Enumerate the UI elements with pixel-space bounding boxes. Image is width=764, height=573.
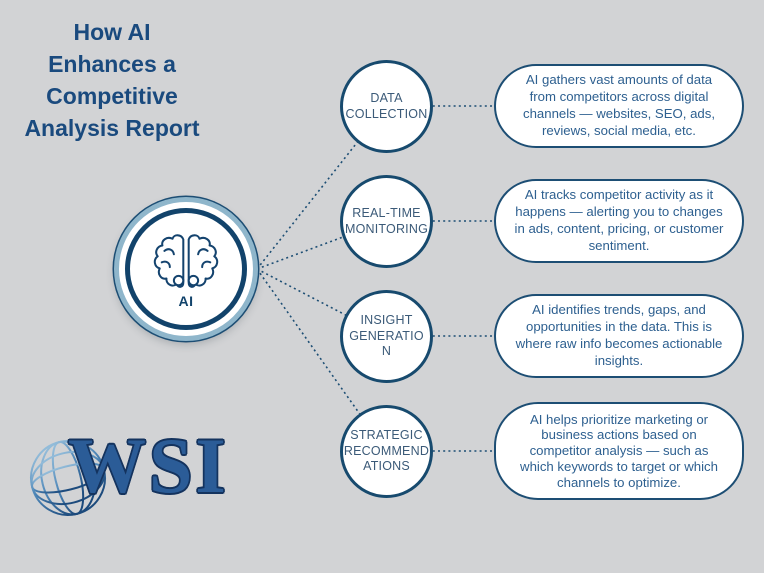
node-real-time-monitoring: REAL-TIME MONITORING [340, 175, 433, 268]
node-label: DATA COLLECTION [345, 91, 428, 121]
bubble-text: AI tracks competitor activity as it happ… [514, 187, 724, 253]
node-insight-generation: INSIGHT GENERATIO N [340, 290, 433, 383]
bubble-text: AI gathers vast amounts of data from com… [522, 72, 716, 138]
ai-hub: AI [114, 197, 258, 341]
bubble-real-time-monitoring: AI tracks competitor activity as it happ… [494, 179, 744, 263]
globe-icon [30, 440, 106, 516]
bubble-insight-generation: AI identifies trends, gaps, and opportun… [494, 294, 744, 378]
infographic-title: How AI Enhances a Competitive Analysis R… [24, 19, 200, 141]
bubble-text: AI identifies trends, gaps, and opportun… [515, 302, 723, 368]
bubble-data-collection: AI gathers vast amounts of data from com… [494, 64, 744, 148]
bubble-strategic-recommendations: AI helps prioritize marketing or busines… [494, 402, 744, 500]
wsi-logo-text: WSI [68, 422, 229, 509]
node-label: STRATEGIC RECOMMEND ATIONS [343, 428, 430, 474]
ai-hub-inner: AI [125, 208, 247, 330]
node-strategic-recommendations: STRATEGIC RECOMMEND ATIONS [340, 405, 433, 498]
node-data-collection: DATA COLLECTION [340, 60, 433, 153]
ai-label: AI [178, 292, 194, 309]
bubble-text: AI helps prioritize marketing or busines… [520, 411, 718, 490]
node-label: INSIGHT GENERATIO N [349, 313, 424, 359]
node-label: REAL-TIME MONITORING [344, 206, 429, 236]
brain-icon [153, 233, 219, 288]
wsi-logo: WSI [26, 422, 261, 532]
